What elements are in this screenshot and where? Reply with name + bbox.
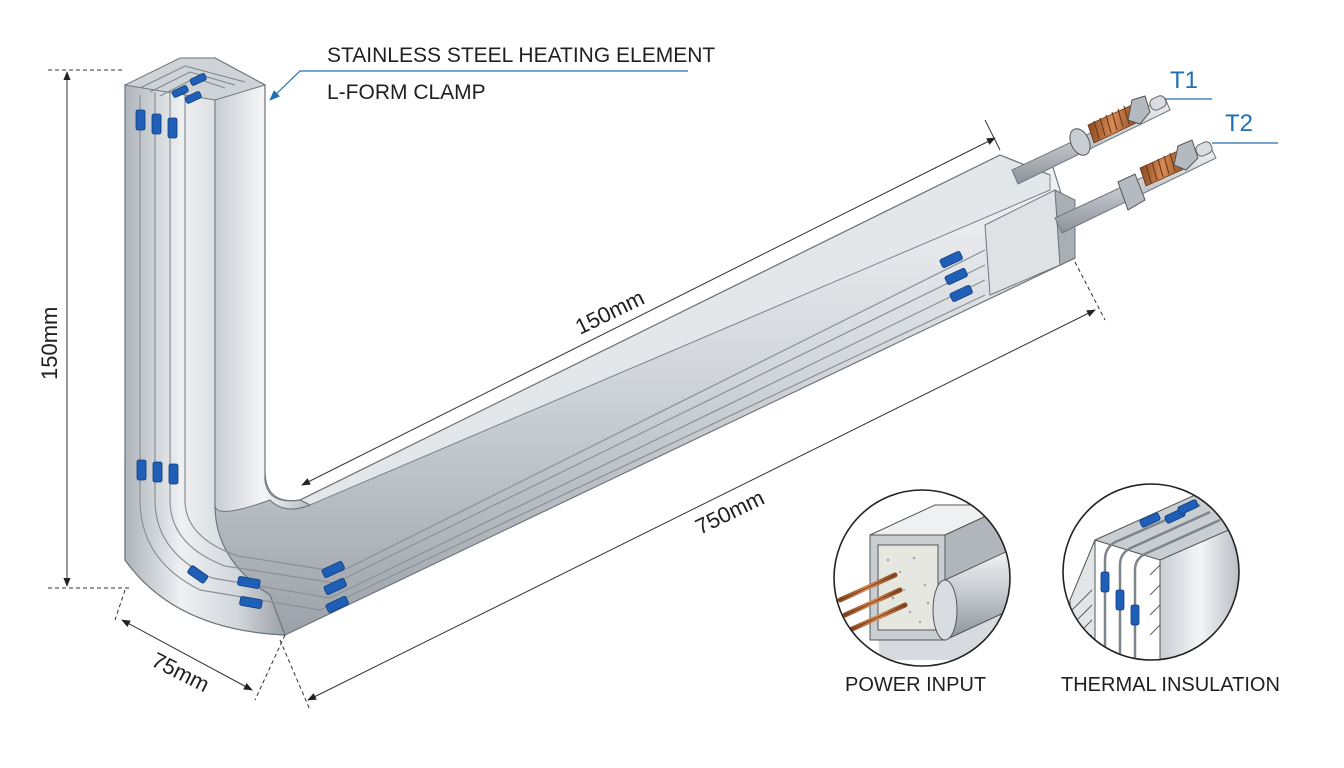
dim-vertical-height: 150mm [37, 307, 62, 380]
terminal-t1-label: T1 [1170, 67, 1198, 94]
detail-power-input-caption: POWER INPUT [845, 674, 986, 696]
terminal-t2-label: T2 [1225, 110, 1253, 137]
detail-power-input [833, 489, 1011, 667]
detail-thermal-insulation [1062, 483, 1240, 661]
element-title: STAINLESS STEEL HEATING ELEMENT [327, 44, 715, 67]
terminal-rods [1011, 95, 1217, 234]
dim-outer-arm: 750mm [691, 485, 768, 540]
dim-width: 75mm [148, 647, 214, 697]
detail-thermal-insulation-caption: THERMAL INSULATION [1061, 674, 1280, 696]
dimension-lines [48, 69, 1106, 711]
clamp-leader-line [269, 70, 688, 101]
clamp-label: L-FORM CLAMP [327, 81, 486, 104]
